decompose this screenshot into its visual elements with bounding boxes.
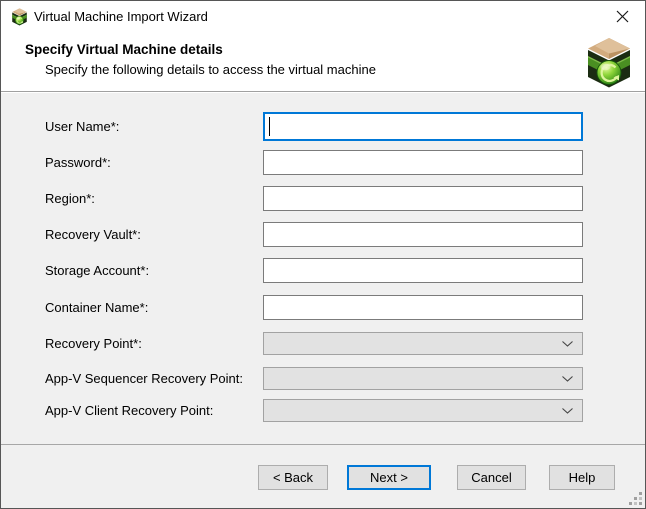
form-row-region: Region*:	[1, 186, 645, 216]
form-row-storage-account: Storage Account*:	[1, 258, 645, 288]
appv-client-recovery-point-label: App-V Client Recovery Point:	[45, 403, 214, 418]
back-button[interactable]: < Back	[258, 465, 328, 490]
form-area: User Name*: Password*: Region*: Recovery…	[1, 93, 645, 508]
next-button[interactable]: Next >	[347, 465, 431, 490]
form-row-appv-sequencer-recovery-point: App-V Sequencer Recovery Point:	[1, 367, 645, 397]
recovery-point-label: Recovery Point*:	[45, 336, 142, 351]
resize-grip-icon[interactable]	[629, 492, 642, 505]
chevron-down-icon	[562, 407, 573, 414]
recovery-point-dropdown[interactable]	[263, 332, 583, 355]
region-input[interactable]	[263, 186, 583, 211]
vm-import-box-icon	[11, 8, 28, 26]
storage-account-input[interactable]	[263, 258, 583, 283]
wizard-header: Specify Virtual Machine details Specify …	[1, 32, 645, 92]
text-caret	[269, 117, 270, 136]
container-name-input[interactable]	[263, 295, 583, 320]
form-row-user-name: User Name*:	[1, 112, 645, 142]
recovery-vault-input[interactable]	[263, 222, 583, 247]
vm-import-box-icon	[585, 37, 633, 89]
close-button[interactable]	[600, 1, 645, 32]
appv-sequencer-recovery-point-dropdown[interactable]	[263, 367, 583, 390]
region-label: Region*:	[45, 191, 95, 206]
form-row-recovery-vault: Recovery Vault*:	[1, 222, 645, 252]
appv-sequencer-recovery-point-label: App-V Sequencer Recovery Point:	[45, 371, 243, 386]
user-name-input[interactable]	[263, 112, 583, 141]
recovery-vault-label: Recovery Vault*:	[45, 227, 141, 242]
chevron-down-icon	[562, 375, 573, 382]
form-row-container-name: Container Name*:	[1, 295, 645, 325]
help-button[interactable]: Help	[549, 465, 615, 490]
cancel-button[interactable]: Cancel	[457, 465, 526, 490]
page-subtitle: Specify the following details to access …	[45, 62, 376, 77]
title-bar: Virtual Machine Import Wizard	[1, 1, 645, 32]
chevron-down-icon	[562, 340, 573, 347]
appv-client-recovery-point-dropdown[interactable]	[263, 399, 583, 422]
storage-account-label: Storage Account*:	[45, 263, 150, 278]
user-name-label: User Name*:	[45, 119, 120, 134]
form-row-recovery-point: Recovery Point*:	[1, 332, 645, 362]
form-row-appv-client-recovery-point: App-V Client Recovery Point:	[1, 399, 645, 429]
password-label: Password*:	[45, 155, 111, 170]
footer-separator	[1, 444, 645, 445]
form-row-password: Password*:	[1, 150, 645, 180]
page-title: Specify Virtual Machine details	[25, 42, 223, 57]
window-title: Virtual Machine Import Wizard	[34, 9, 208, 24]
close-icon	[616, 10, 629, 23]
container-name-label: Container Name*:	[45, 300, 149, 315]
password-input[interactable]	[263, 150, 583, 175]
